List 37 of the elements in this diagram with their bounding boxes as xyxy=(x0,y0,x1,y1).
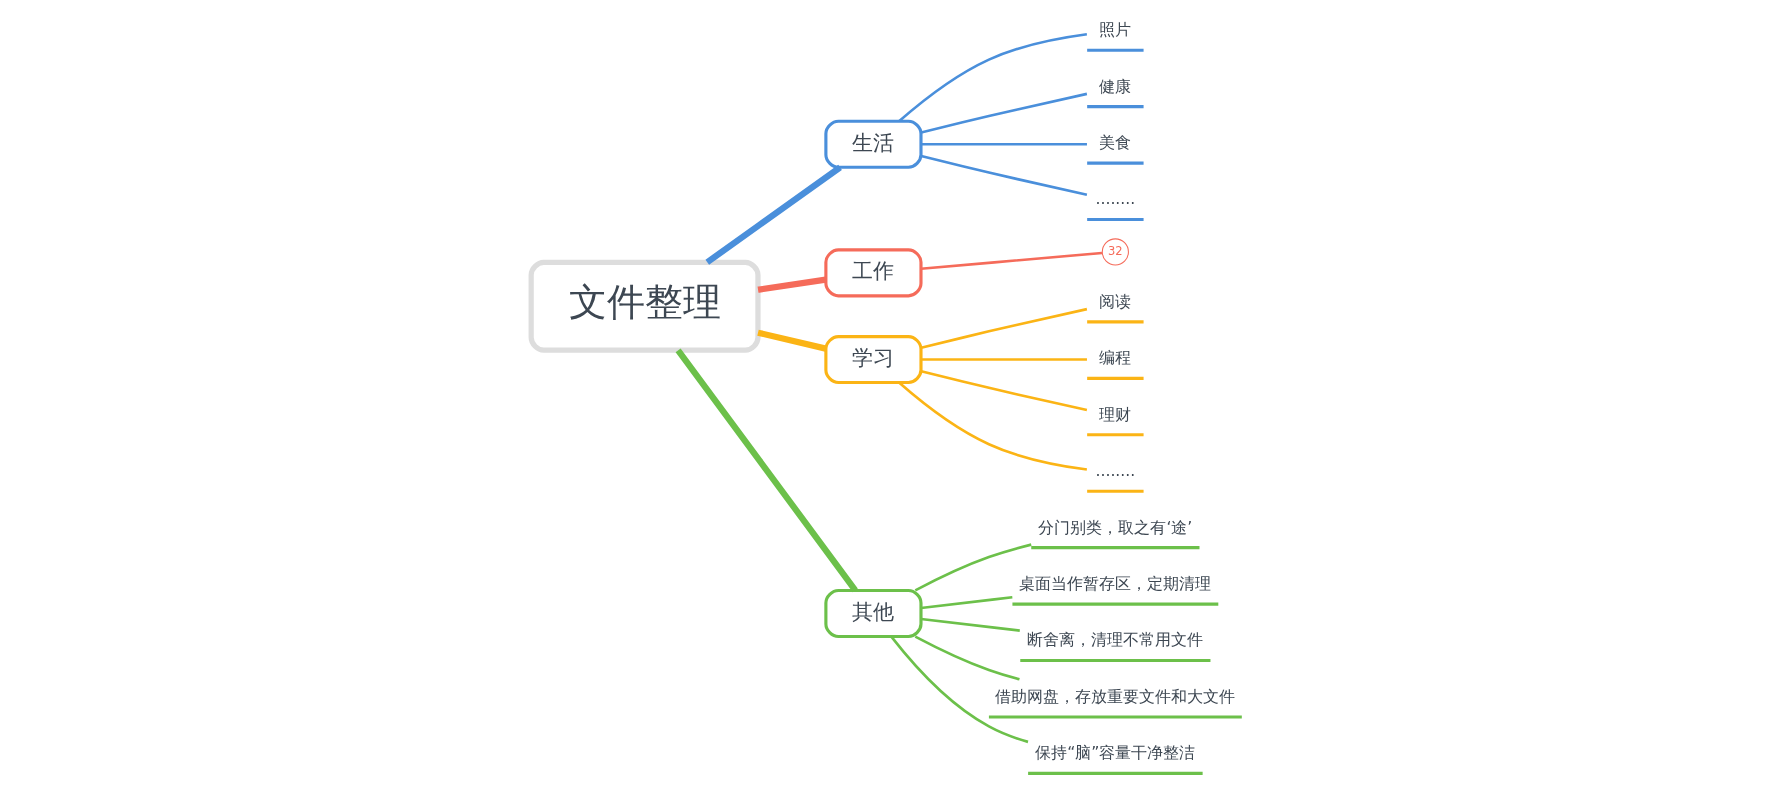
node-text: 断舍离，清理不常用文件 xyxy=(1026,630,1203,650)
node-text: ........ xyxy=(1094,189,1135,209)
connector xyxy=(920,251,1102,271)
connector xyxy=(920,307,1087,350)
connector xyxy=(920,596,1012,610)
node-text: 阅读 xyxy=(1098,291,1131,311)
connector xyxy=(704,164,842,265)
connector xyxy=(675,348,858,593)
connector xyxy=(920,142,1087,146)
connector xyxy=(920,617,1020,632)
node-circle: 32 xyxy=(1101,238,1129,266)
connector xyxy=(920,92,1087,134)
node-text: 美食 xyxy=(1098,132,1131,152)
connector xyxy=(920,154,1087,196)
connector xyxy=(920,370,1087,412)
node-box: 文件整理 xyxy=(528,259,761,353)
node-box: 其他 xyxy=(823,588,923,639)
node-text: 分门别类，取之有‘途’ xyxy=(1037,517,1192,537)
node-text: 编程 xyxy=(1098,348,1131,368)
node-text: 理财 xyxy=(1098,404,1131,424)
connector xyxy=(897,32,1087,123)
node-text: ........ xyxy=(1094,461,1135,481)
node-text: 保持“脑”容量干净整洁 xyxy=(1034,743,1195,763)
connector xyxy=(914,543,1032,592)
connector xyxy=(897,381,1087,471)
connector xyxy=(890,636,1028,744)
node-box: 学习 xyxy=(823,335,923,385)
connector xyxy=(914,635,1020,681)
connector xyxy=(920,358,1087,361)
node-text: 健康 xyxy=(1098,76,1131,96)
node-box: 生活 xyxy=(823,119,923,169)
node-text: 借助网盘，存放重要文件和大文件 xyxy=(994,686,1235,706)
connector xyxy=(756,329,826,352)
node-box: 工作 xyxy=(823,248,923,298)
node-text: 照片 xyxy=(1098,20,1131,40)
connector xyxy=(757,276,826,293)
node-text: 桌面当作暂存区，定期清理 xyxy=(1018,573,1211,593)
